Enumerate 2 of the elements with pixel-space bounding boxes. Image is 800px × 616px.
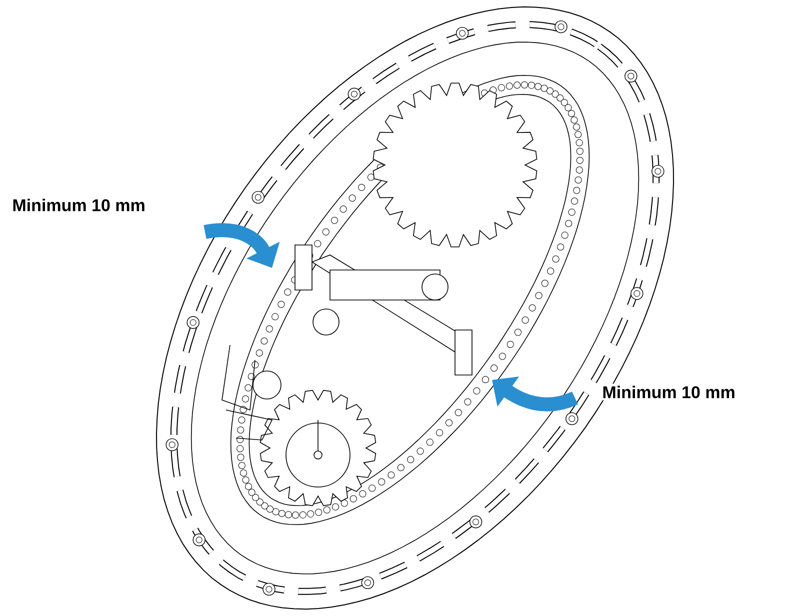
dimension-label: Minimum 10 mm: [600, 384, 738, 400]
dimension-label: Minimum 10 mm: [10, 196, 148, 214]
